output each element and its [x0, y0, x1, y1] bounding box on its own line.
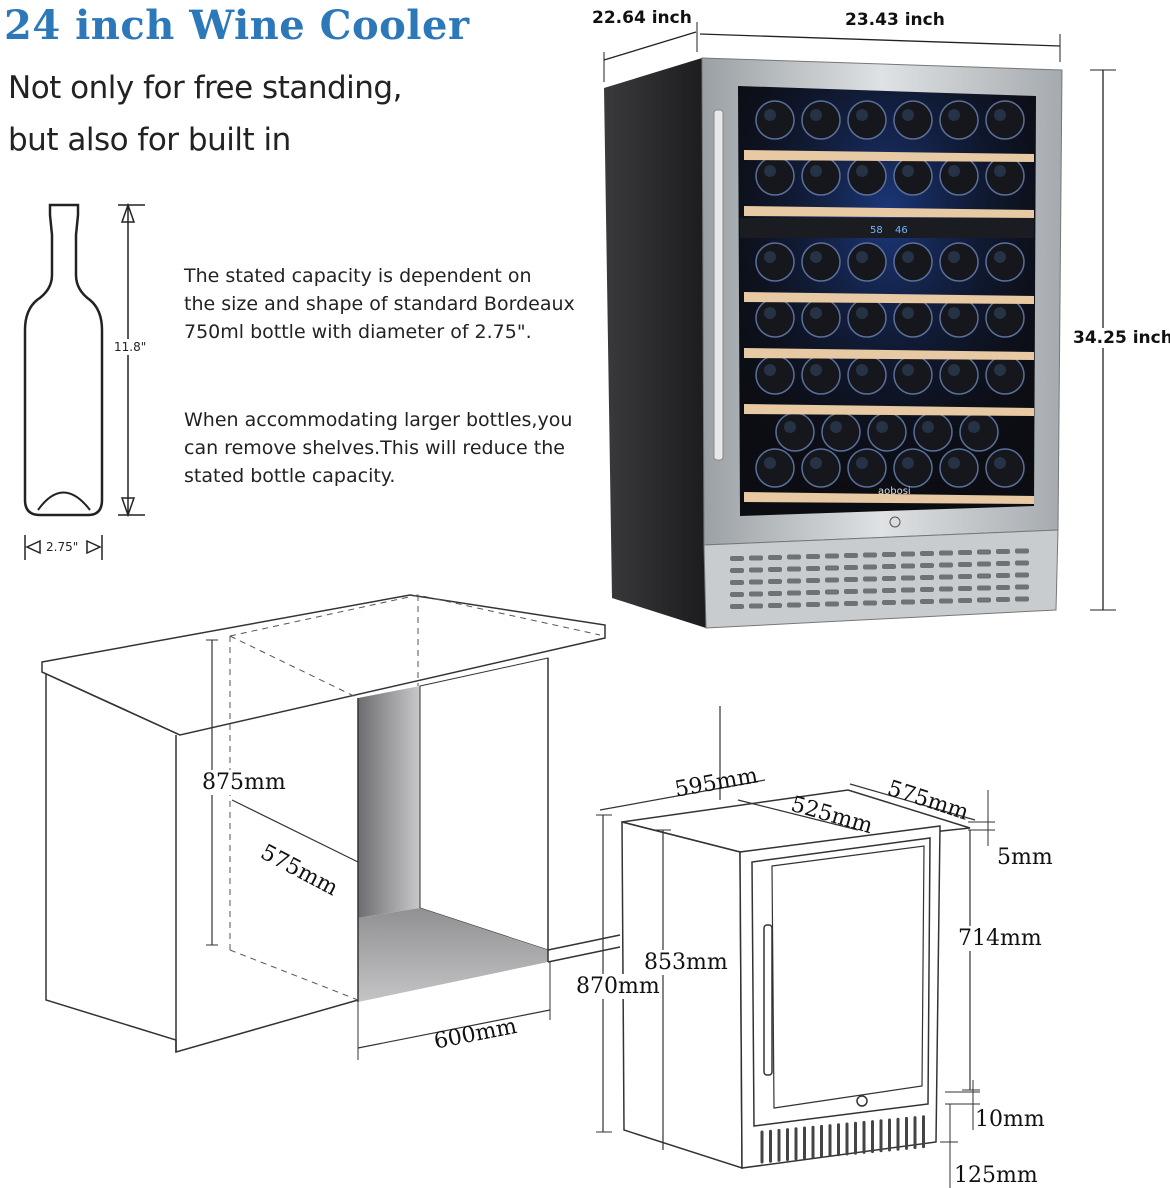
- shelves-note-line: can remove shelves.This will reduce the: [184, 437, 565, 459]
- wine-bottle: [847, 448, 887, 488]
- shelves-note-line: stated bottle capacity.: [184, 465, 396, 487]
- wooden-shelf: [744, 150, 1034, 162]
- wine-bottle: [893, 100, 933, 140]
- bottle-height-label: 11.8": [114, 339, 147, 355]
- wine-bottle: [801, 242, 841, 282]
- display-right-temp: 46: [895, 225, 908, 236]
- unit-handle: [763, 924, 773, 1076]
- unit-body-height-label: 853mm: [644, 950, 728, 975]
- wine-bottle: [893, 242, 933, 282]
- wine-bottle: [985, 448, 1025, 488]
- unit-door-height-label: 714mm: [958, 926, 1042, 951]
- cooler-height-label: 34.25 inch: [1073, 328, 1170, 348]
- wine-bottle: [939, 242, 979, 282]
- cooler-width-label: 23.43 inch: [845, 10, 945, 30]
- wine-bottle: [801, 448, 841, 488]
- wine-bottle: [755, 242, 795, 282]
- capacity-note-line: The stated capacity is dependent on: [184, 265, 532, 287]
- page-title: 24 inch Wine Cooler: [4, 2, 470, 49]
- wine-bottle: [755, 448, 795, 488]
- control-panel: [740, 218, 1034, 238]
- cabinet-cavity-floor: [358, 908, 548, 1002]
- wine-bottle: [847, 100, 887, 140]
- cabinet-cavity-left: [358, 686, 420, 918]
- unit-door-glass: [771, 845, 925, 1109]
- wine-bottle: [939, 100, 979, 140]
- wine-bottle: [847, 242, 887, 282]
- wine-bottle: [985, 242, 1025, 282]
- capacity-note-line: the size and shape of standard Bordeaux: [184, 293, 575, 315]
- shelves-note: When accommodating larger bottles,you ca…: [184, 406, 604, 490]
- wooden-shelf: [744, 348, 1034, 360]
- bottle-diameter-label: 2.75": [46, 540, 79, 554]
- door-lock: [889, 516, 901, 528]
- subtitle-line-1: Not only for free standing,: [8, 70, 402, 106]
- subtitle-line-2: but also for built in: [8, 122, 291, 158]
- wine-bottle: [755, 100, 795, 140]
- wooden-shelf: [744, 292, 1034, 304]
- unit-top-gap-label: 5mm: [997, 845, 1053, 870]
- unit-total-height-label: 870mm: [576, 974, 660, 999]
- cooler-depth-label: 22.64 inch: [592, 8, 692, 28]
- door-handle: [713, 109, 724, 461]
- shelves-note-line: When accommodating larger bottles,you: [184, 409, 573, 431]
- unit-lock: [856, 1095, 868, 1107]
- wine-bottle: [939, 448, 979, 488]
- capacity-note: The stated capacity is dependent on the …: [184, 262, 604, 346]
- wooden-shelf: [744, 206, 1034, 218]
- wooden-shelf: [744, 492, 1034, 504]
- brand-logo: aobosi: [878, 486, 911, 497]
- wine-bottle: [985, 100, 1025, 140]
- unit-door: [751, 837, 931, 1127]
- cabinet-height-label: 875mm: [202, 770, 286, 795]
- unit-bottom-gap-label: 10mm: [975, 1107, 1045, 1132]
- wooden-shelf: [744, 404, 1034, 416]
- wine-bottle: [801, 100, 841, 140]
- wine-bottle: [893, 448, 933, 488]
- cooler-side-panel: [604, 58, 706, 628]
- display-left-temp: 58: [870, 225, 883, 236]
- capacity-note-line: 750ml bottle with diameter of 2.75".: [184, 321, 532, 343]
- unit-base-label: 125mm: [954, 1163, 1038, 1188]
